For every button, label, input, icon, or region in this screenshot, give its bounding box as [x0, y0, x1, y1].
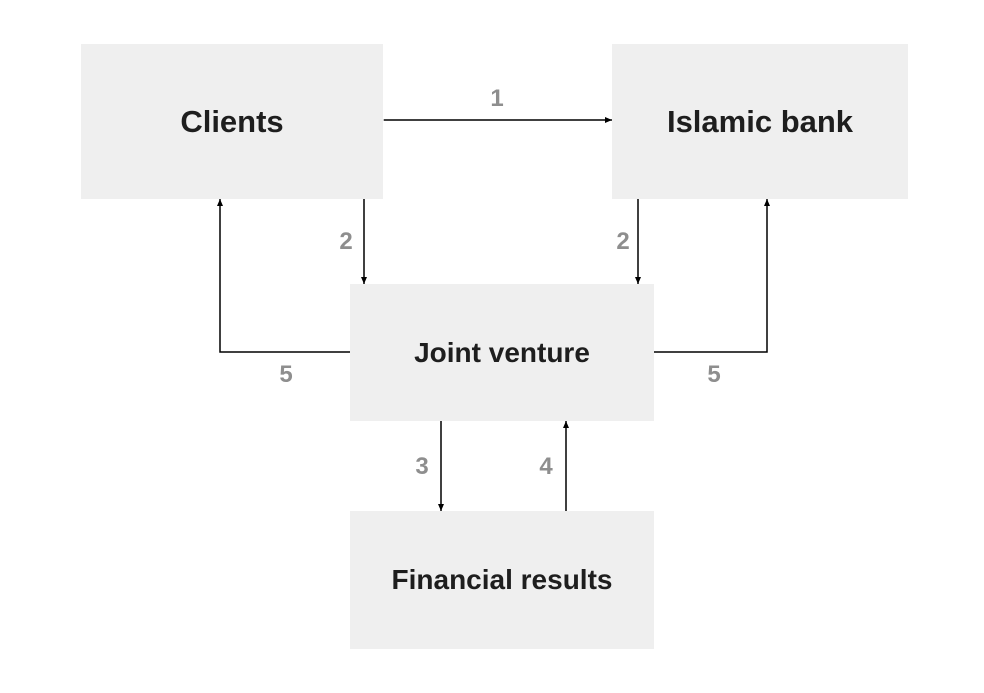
node-clients-label: Clients: [180, 103, 284, 139]
node-joint-venture: Joint venture: [350, 284, 654, 421]
step-label-3: 3: [415, 453, 429, 480]
node-joint-venture-label: Joint venture: [414, 336, 590, 368]
step-label-5-bank: 5: [707, 361, 721, 388]
arrow-jv-to-clients: [217, 199, 350, 353]
node-clients: Clients: [81, 44, 383, 199]
node-financial-results-label: Financial results: [391, 564, 613, 595]
step-label-2-clients: 2: [339, 228, 353, 255]
step-label-1: 1: [490, 85, 504, 112]
arrow-jv-to-bank: [654, 199, 770, 353]
step-label-5-clients: 5: [279, 361, 293, 388]
node-financial-results: Financial results: [350, 511, 654, 649]
step-label-4: 4: [539, 453, 553, 480]
step-label-2-bank: 2: [616, 228, 630, 255]
node-islamic-bank: Islamic bank: [612, 44, 908, 199]
node-islamic-bank-label: Islamic bank: [666, 103, 854, 139]
